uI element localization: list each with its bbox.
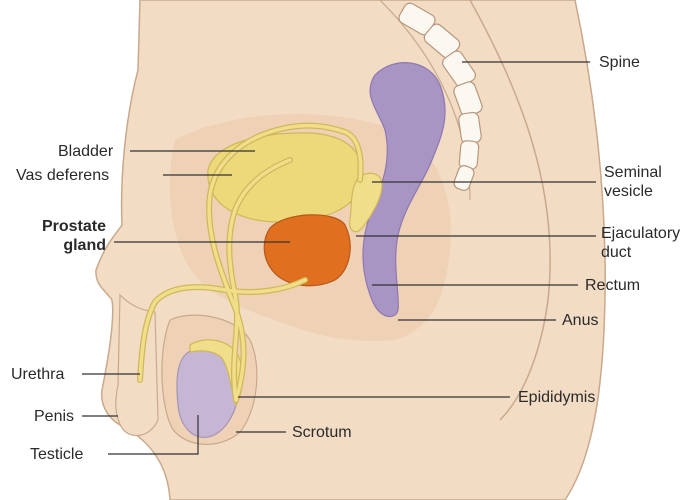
label-prostate-gland-line2: gland xyxy=(20,236,106,255)
label-testicle: Testicle xyxy=(30,445,83,464)
prostate-shape xyxy=(264,215,350,286)
label-vas-deferens: Vas deferens xyxy=(16,166,109,185)
label-ejaculatory-duct-line1: Ejaculatory xyxy=(601,224,680,243)
label-ejaculatory-duct: Ejaculatory duct xyxy=(601,224,680,262)
label-prostate-gland: Prostate gland xyxy=(20,217,106,255)
label-rectum: Rectum xyxy=(585,276,640,295)
bladder-shape xyxy=(208,133,362,222)
label-urethra: Urethra xyxy=(11,365,64,384)
label-spine: Spine xyxy=(599,53,640,72)
label-seminal-vesicle-line1: Seminal xyxy=(604,163,662,182)
label-prostate-gland-line1: Prostate xyxy=(20,217,106,236)
label-seminal-vesicle-line2: vesicle xyxy=(604,182,662,201)
label-seminal-vesicle: Seminal vesicle xyxy=(604,163,662,201)
label-penis: Penis xyxy=(34,407,74,426)
label-ejaculatory-duct-line2: duct xyxy=(601,243,680,262)
label-anus: Anus xyxy=(562,311,598,330)
label-scrotum: Scrotum xyxy=(292,423,352,442)
label-epididymis: Epididymis xyxy=(518,388,595,407)
label-bladder: Bladder xyxy=(58,142,113,161)
